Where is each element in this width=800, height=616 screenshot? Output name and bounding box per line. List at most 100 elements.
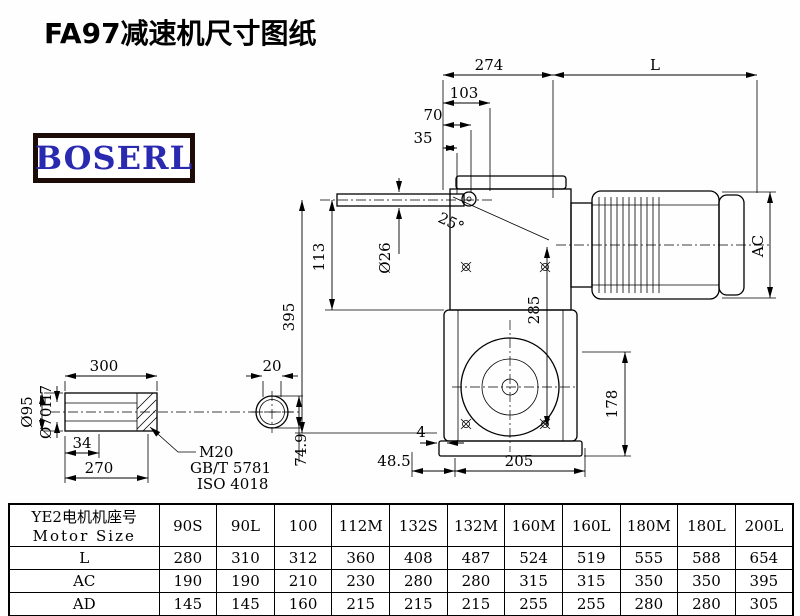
shaft-detail: 300 Ø95 Ø70H7 34	[18, 357, 310, 493]
dim-205-label: 205	[505, 452, 534, 470]
dim-20-label: 20	[262, 357, 281, 375]
dimension-value-cell: 315	[561, 569, 621, 593]
standard-iso-label: ISO 4018	[197, 475, 268, 493]
thread-label: M20	[199, 443, 233, 461]
dimension-value-cell: 215	[446, 592, 506, 616]
dim-AC-label: AC	[749, 235, 767, 258]
dim-285: 285	[525, 247, 550, 427]
dimension-value-cell: 395	[734, 569, 794, 593]
dim-dia-70h7: Ø70H7	[37, 385, 60, 439]
dim-angle-label: 25°	[435, 209, 467, 237]
row-label: AD	[8, 592, 160, 616]
size-column-header: 112M	[331, 503, 390, 547]
dim-113: 113	[310, 200, 444, 311]
page-title: FA97减速机尺寸图纸	[44, 17, 317, 50]
dim-103-label: 103	[450, 84, 479, 102]
size-column-header: 132M	[446, 503, 506, 547]
input-shaft-hole	[461, 191, 477, 207]
dim-34-label: 34	[72, 434, 91, 452]
dimension-value-cell: 588	[677, 546, 736, 570]
dim-300-label: 300	[90, 357, 119, 375]
dim-74-9-label: 74.9	[292, 433, 310, 466]
dimension-value-cell: 350	[619, 569, 679, 593]
thread-callout: M20 GB/T 5781 ISO 4018	[149, 426, 271, 493]
boserl-logo: BOSERL	[33, 133, 195, 183]
dim-35: 35	[413, 129, 458, 194]
size-column-header: 90S	[158, 503, 218, 547]
motor-size-header-en: Motor Size	[32, 527, 136, 545]
gearbox-housing	[320, 175, 583, 457]
dimension-value-cell: 487	[446, 546, 506, 570]
row-label: AC	[8, 569, 160, 593]
dim-48-5: 48.5	[377, 452, 456, 477]
dim-395: 395	[280, 200, 437, 434]
dim-70-label: 70	[423, 106, 442, 124]
dimension-value-cell: 255	[504, 592, 563, 616]
size-column-header: 100	[273, 503, 333, 547]
technical-drawing: 274 L 103 70 35	[18, 56, 776, 493]
dim-103: 103	[443, 84, 491, 191]
logo-text: BOSERL	[34, 139, 194, 177]
dim-dia26-label: Ø26	[376, 242, 394, 273]
dimension-value-cell: 280	[158, 546, 218, 570]
shaft-body	[64, 392, 158, 432]
size-column-header: 180L	[677, 503, 736, 547]
size-column-header: 132S	[389, 503, 448, 547]
dim-395-label: 395	[280, 303, 298, 332]
thread-hatch	[136, 392, 158, 432]
dim-74-9: 74.9	[275, 395, 310, 467]
dim-205: 205	[455, 448, 586, 477]
dim-angle-25: 25°	[435, 209, 467, 237]
standard-gb-label: GB/T 5781	[190, 459, 271, 477]
dimension-value-cell: 312	[273, 546, 333, 570]
dimension-value-cell: 524	[504, 546, 563, 570]
shaft-end-view	[251, 391, 293, 433]
dimension-value-cell: 519	[561, 546, 621, 570]
size-column-header: 200L	[734, 503, 794, 547]
dimension-value-cell: 654	[734, 546, 794, 570]
dim-L: L	[553, 56, 758, 193]
dim-20: 20	[246, 357, 298, 397]
dim-285-label: 285	[525, 296, 543, 325]
dim-270: 270	[64, 434, 149, 483]
dim-4: 4	[416, 423, 464, 446]
dimension-value-cell: 280	[446, 569, 506, 593]
dimension-value-cell: 145	[158, 592, 218, 616]
dimension-value-cell: 145	[216, 592, 275, 616]
size-column-header: 160L	[561, 503, 621, 547]
dim-274-label: 274	[475, 56, 504, 74]
dimension-value-cell: 210	[273, 569, 333, 593]
dim-274: 274	[442, 56, 554, 198]
dim-4-label: 4	[416, 423, 426, 441]
dim-178-label: 178	[603, 390, 621, 419]
dimension-value-cell: 305	[734, 592, 794, 616]
dimension-value-cell: 408	[389, 546, 448, 570]
dim-48-5-label: 48.5	[377, 452, 410, 470]
dimension-value-cell: 315	[504, 569, 563, 593]
dim-AC: AC	[722, 191, 776, 299]
dimension-value-cell: 190	[158, 569, 218, 593]
dimension-value-cell: 215	[331, 592, 390, 616]
dimension-value-cell: 190	[216, 569, 275, 593]
dimensions-main: 274 L 103 70 35	[280, 56, 776, 477]
dim-dia70h7-label: Ø70H7	[37, 385, 55, 439]
dim-34: 34	[64, 434, 100, 458]
dimension-value-cell: 555	[619, 546, 679, 570]
dim-113-label: 113	[310, 243, 328, 272]
motor-size-header-cn: YE2电机机座号	[31, 508, 137, 526]
dim-dia-26: Ø26	[376, 178, 402, 274]
dimension-value-cell: 215	[389, 592, 448, 616]
dimension-value-cell: 280	[389, 569, 448, 593]
angle-reference-line	[452, 196, 550, 241]
dimension-value-cell: 310	[216, 546, 275, 570]
dimension-value-cell: 350	[677, 569, 736, 593]
dim-dia95-label: Ø95	[18, 396, 36, 427]
dimension-value-cell: 360	[331, 546, 390, 570]
dim-35-label: 35	[413, 129, 432, 147]
